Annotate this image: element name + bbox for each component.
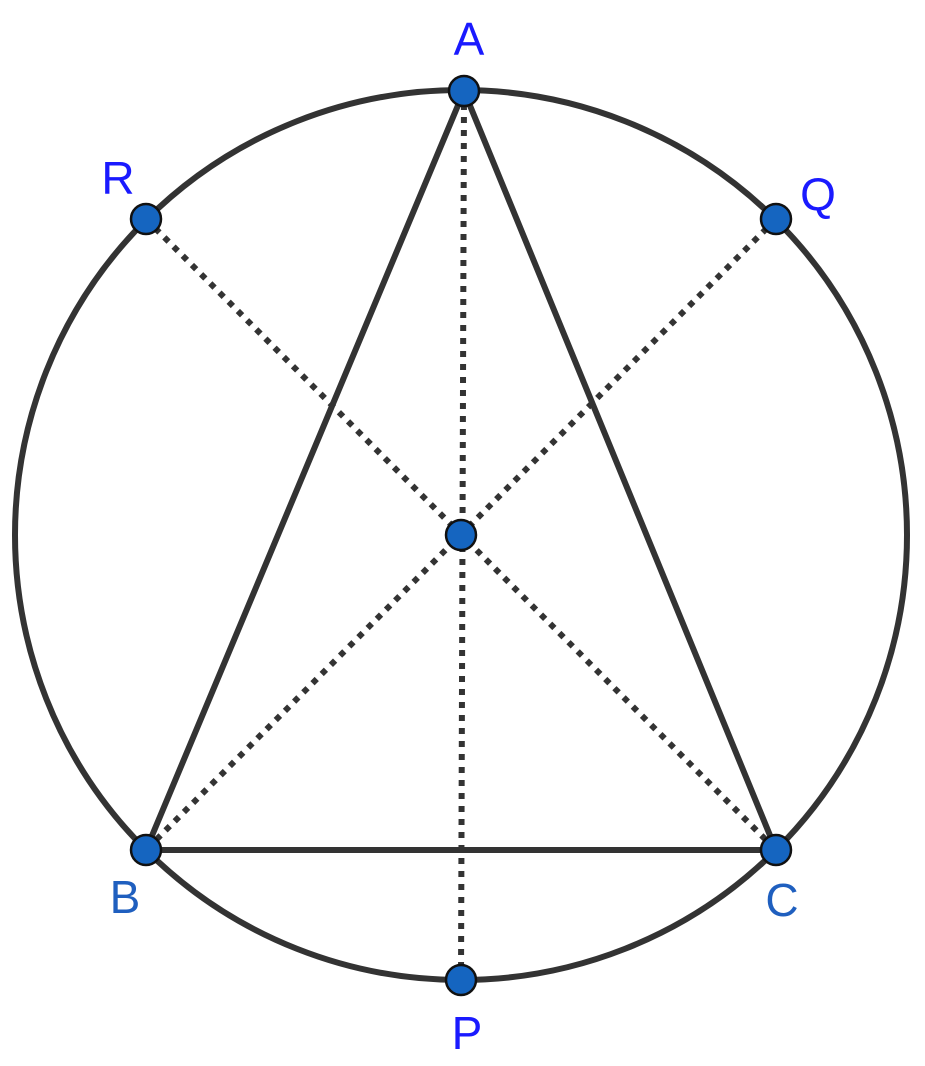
point-B: [129, 833, 163, 867]
point-Q: [759, 202, 793, 236]
triangle-ABC: [143, 88, 779, 853]
point-C: [759, 833, 793, 867]
label-P: P: [452, 1007, 483, 1059]
label-Q: Q: [800, 168, 836, 220]
point-P: [444, 963, 478, 997]
label-R: R: [101, 152, 134, 204]
point-A: [447, 74, 481, 108]
label-A: A: [454, 13, 485, 65]
point-R: [129, 202, 163, 236]
label-C: C: [765, 874, 798, 926]
point-O-center: [444, 518, 478, 552]
label-B: B: [110, 871, 141, 923]
